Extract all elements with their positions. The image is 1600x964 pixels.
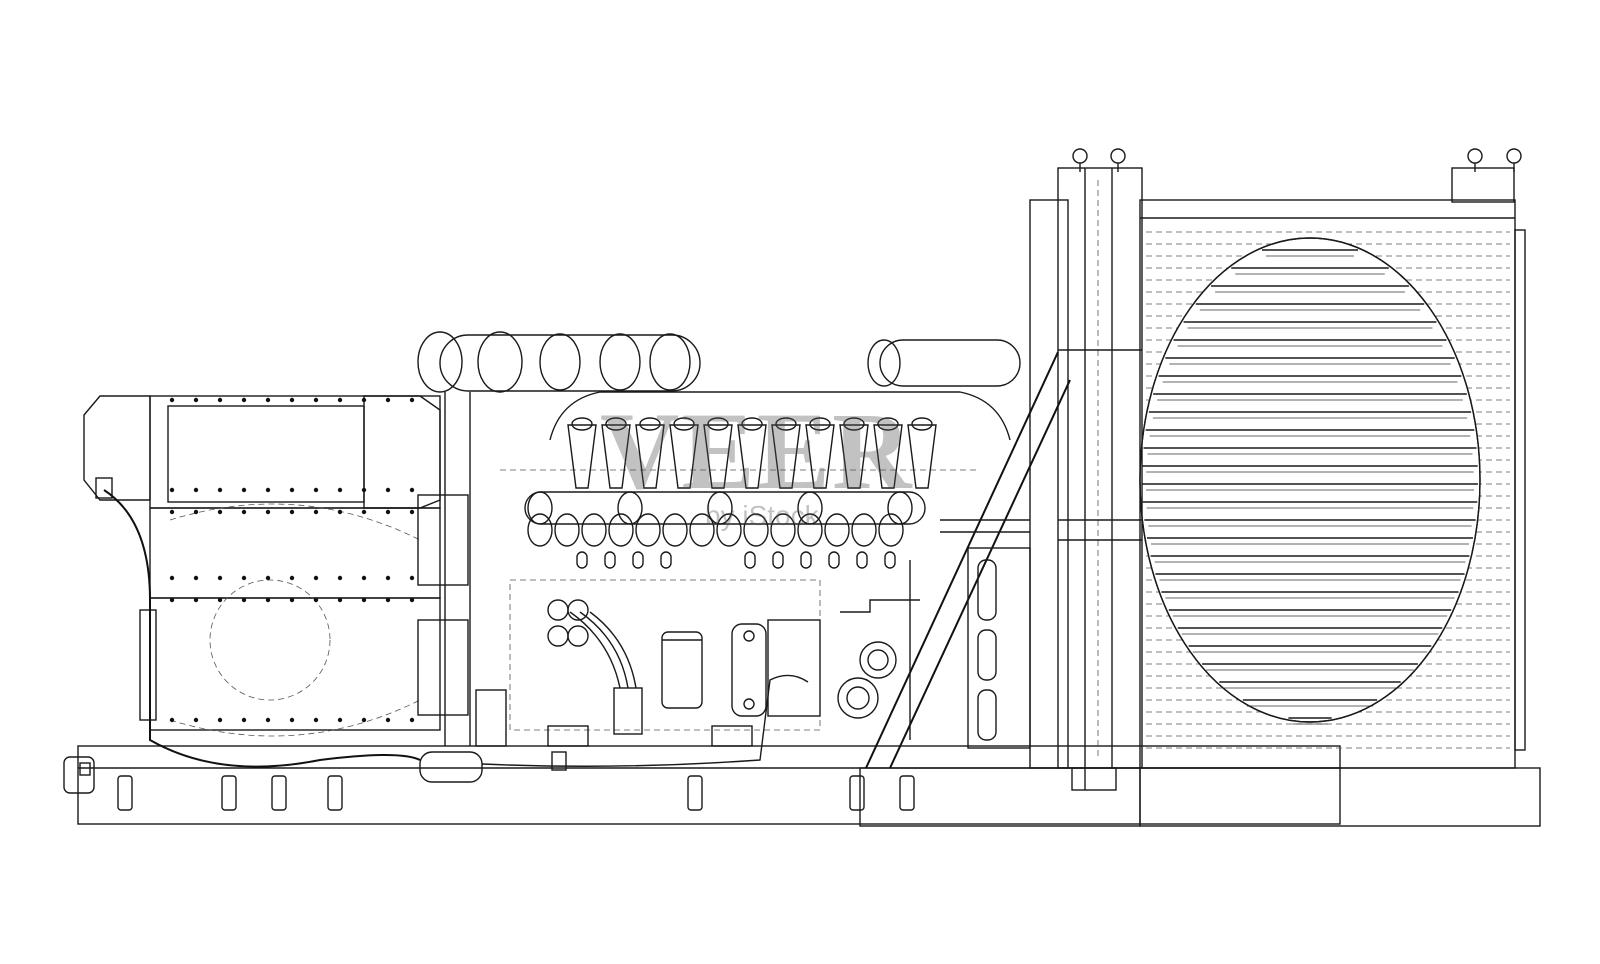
base-skid [63,745,1341,825]
watermark-brand: VEER [600,390,914,512]
radiator [1139,148,1541,827]
diagonal-brace [865,351,1071,769]
alternator-housing [83,395,507,747]
watermark-sub: by iStock [705,500,819,531]
cable-harness [103,489,1117,791]
radiator-frame [859,148,1143,827]
exhaust-pipes [417,331,1021,393]
engine-block [444,391,1011,747]
